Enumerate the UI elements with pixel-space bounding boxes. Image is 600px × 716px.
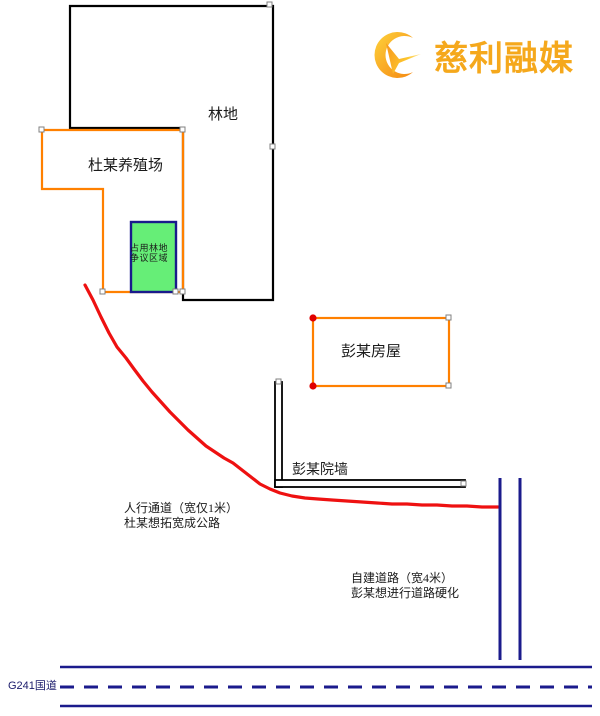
- label-courtyard-wall: 彭某院墙: [292, 463, 348, 478]
- vertex-handle[interactable]: [445, 314, 452, 321]
- courtyard-wall-horizontal: [274, 479, 466, 488]
- vertex-handle[interactable]: [309, 382, 317, 390]
- vertex-handle[interactable]: [172, 288, 179, 295]
- courtyard-wall-vertical: [274, 381, 283, 488]
- label-footpath-line1: 人行通道（宽仅1米）: [124, 501, 239, 515]
- label-footpath: 人行通道（宽仅1米）杜某想拓宽成公路: [124, 501, 238, 531]
- vertex-handle[interactable]: [445, 382, 452, 389]
- brand-name: 慈利融媒: [434, 40, 574, 78]
- vertex-handle[interactable]: [266, 1, 273, 8]
- peng-house-rect: [311, 316, 451, 388]
- vertex-handle[interactable]: [275, 378, 282, 385]
- vertex-handle[interactable]: [460, 480, 467, 487]
- brand-watermark: 慈利融媒: [366, 24, 578, 86]
- disputed-area-rect: [129, 220, 178, 294]
- label-g241-highway: G241国道: [8, 680, 57, 692]
- label-disputed-area-line1: 占用林地: [130, 243, 169, 253]
- vertex-handle[interactable]: [269, 143, 276, 150]
- vertex-handle[interactable]: [179, 288, 186, 295]
- label-footpath-line2: 杜某想拓宽成公路: [124, 516, 221, 530]
- footpath-line: [83, 283, 500, 509]
- label-forest-land: 林地: [208, 107, 239, 123]
- label-self-built-road-line2: 彭某想进行道路硬化: [351, 586, 460, 600]
- label-self-built-road-line1: 自建道路（宽4米）: [351, 571, 454, 585]
- forest-land-polygon: [68, 4, 275, 302]
- label-farm: 杜某养殖场: [88, 158, 164, 174]
- label-disputed-area-line2: 争议区域: [130, 253, 169, 264]
- label-self-built-road: 自建道路（宽4米）彭某想进行道路硬化: [351, 571, 459, 601]
- circle-swoosh-logo-icon: [374, 31, 421, 78]
- label-peng-house: 彭某房屋: [341, 344, 402, 360]
- vertex-handle[interactable]: [99, 288, 106, 295]
- vertex-handle[interactable]: [38, 126, 45, 133]
- label-disputed-area: 占用林地争议区域: [130, 243, 168, 264]
- vertex-handle[interactable]: [309, 314, 317, 322]
- vertex-handle[interactable]: [179, 126, 186, 133]
